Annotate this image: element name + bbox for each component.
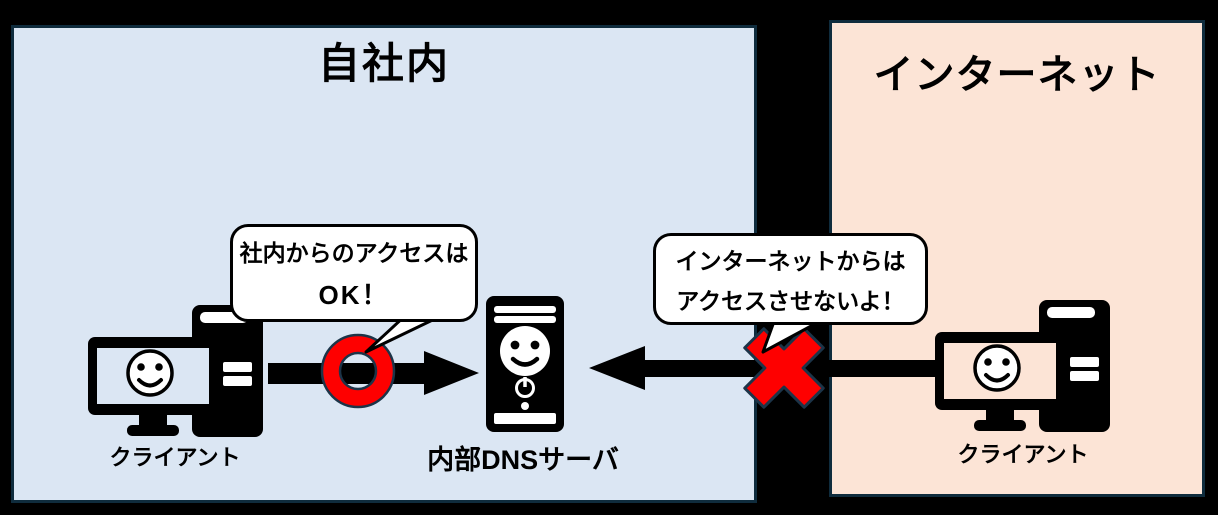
dns-server-icon [486,296,564,432]
allow-bubble-line2: OK！ [318,280,390,310]
deny-bubble-line2: アクセスさせないよ！ [676,288,905,314]
internet-client-label: クライアント [957,442,1089,467]
internal-client-label: クライアント [109,445,241,470]
region-internet-title: インターネット [873,53,1161,97]
deny-speech-bubble: インターネットからは アクセスさせないよ！ [653,233,928,325]
dns-server-label: 内部DNSサーバ [427,445,619,475]
region-internal-title: 自社内 [317,40,450,87]
allow-ring-icon [320,333,396,409]
allow-bubble-line1: 社内からのアクセスは [239,240,469,266]
power-icon [515,377,535,398]
allow-arrow [268,351,479,395]
deny-bubble-line1: インターネットからは [675,248,906,274]
allow-speech-bubble: 社内からのアクセスは OK！ [230,224,478,322]
